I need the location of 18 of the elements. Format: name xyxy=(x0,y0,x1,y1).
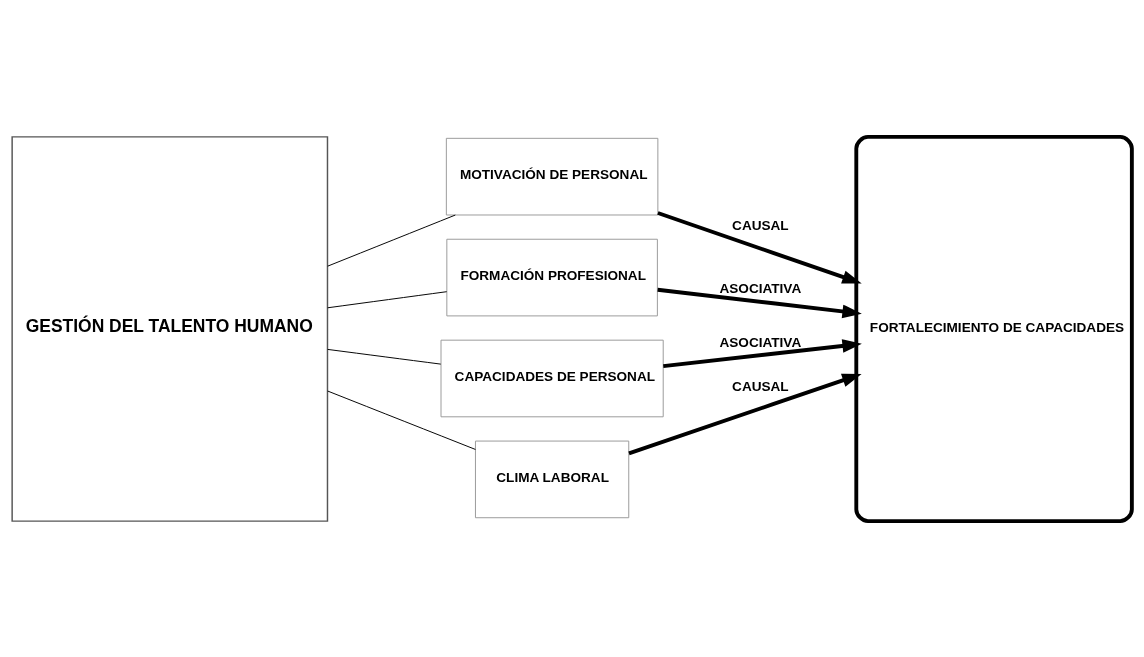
node-box: CLIMA LABORAL xyxy=(474,440,630,518)
connector xyxy=(327,214,456,267)
node-box: CAPACIDADES DE PERSONAL xyxy=(440,339,664,417)
connector xyxy=(327,390,476,450)
node-box: FORMACIÓN PROFESIONAL xyxy=(446,238,658,316)
arrow xyxy=(663,338,862,368)
arrow xyxy=(657,210,862,284)
arrow xyxy=(657,287,862,318)
node-box: MOTIVACIÓN DE PERSONAL xyxy=(445,137,659,215)
node-box: FORTALECIMIENTO DE CAPACIDADES xyxy=(854,134,1134,523)
edge-label: CAUSAL xyxy=(732,378,789,394)
node-box: GESTIÓN DEL TALENTO HUMANO xyxy=(11,135,329,522)
connector xyxy=(327,290,448,308)
edge-label: CAUSAL xyxy=(732,217,789,233)
edge-label: ASOCIATIVA xyxy=(719,280,802,296)
arrow xyxy=(628,373,862,455)
edge-label: ASOCIATIVA xyxy=(719,334,802,350)
connector xyxy=(327,348,442,365)
